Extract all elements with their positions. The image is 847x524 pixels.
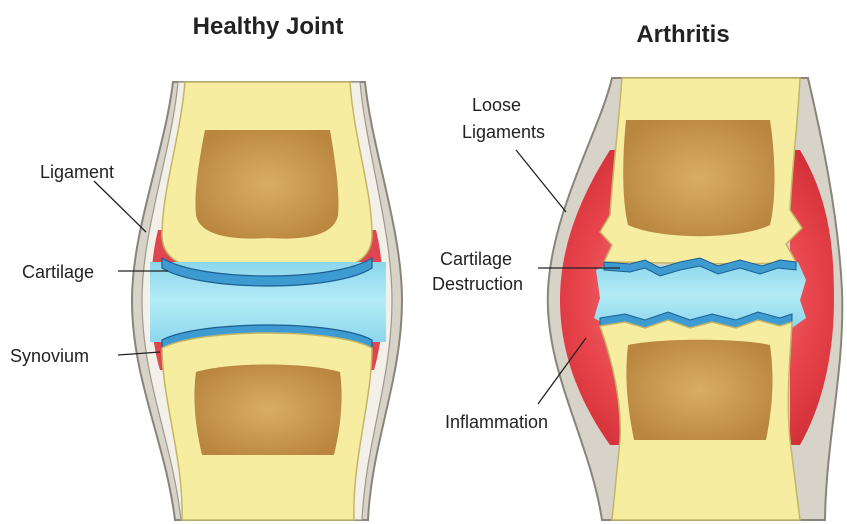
arthritis-lower-bone-marrow (626, 340, 772, 440)
arthritis-title: Arthritis (636, 21, 729, 48)
inflammation-label: Inflammation (445, 412, 548, 432)
cartilage-destruction-label-line1: Cartilage (440, 249, 512, 269)
cartilage-label: Cartilage (22, 262, 94, 282)
healthy-lower-bone-marrow (194, 365, 341, 456)
healthy-joint-illustration (132, 82, 402, 520)
cartilage-destruction-label-line2: Destruction (432, 274, 523, 294)
arthritis-upper-bone-marrow (623, 120, 774, 236)
healthy-joint-title: Healthy Joint (193, 13, 344, 40)
loose-ligaments-leader-line (516, 150, 566, 212)
synovium-label: Synovium (10, 346, 89, 366)
arthritis-joint-illustration (548, 78, 843, 520)
ligament-leader-line (94, 181, 146, 232)
loose-ligaments-label-line1: Loose (472, 95, 521, 115)
ligament-label: Ligament (40, 162, 114, 182)
healthy-upper-bone-marrow (195, 130, 338, 239)
loose-ligaments-label-line2: Ligaments (462, 122, 545, 142)
